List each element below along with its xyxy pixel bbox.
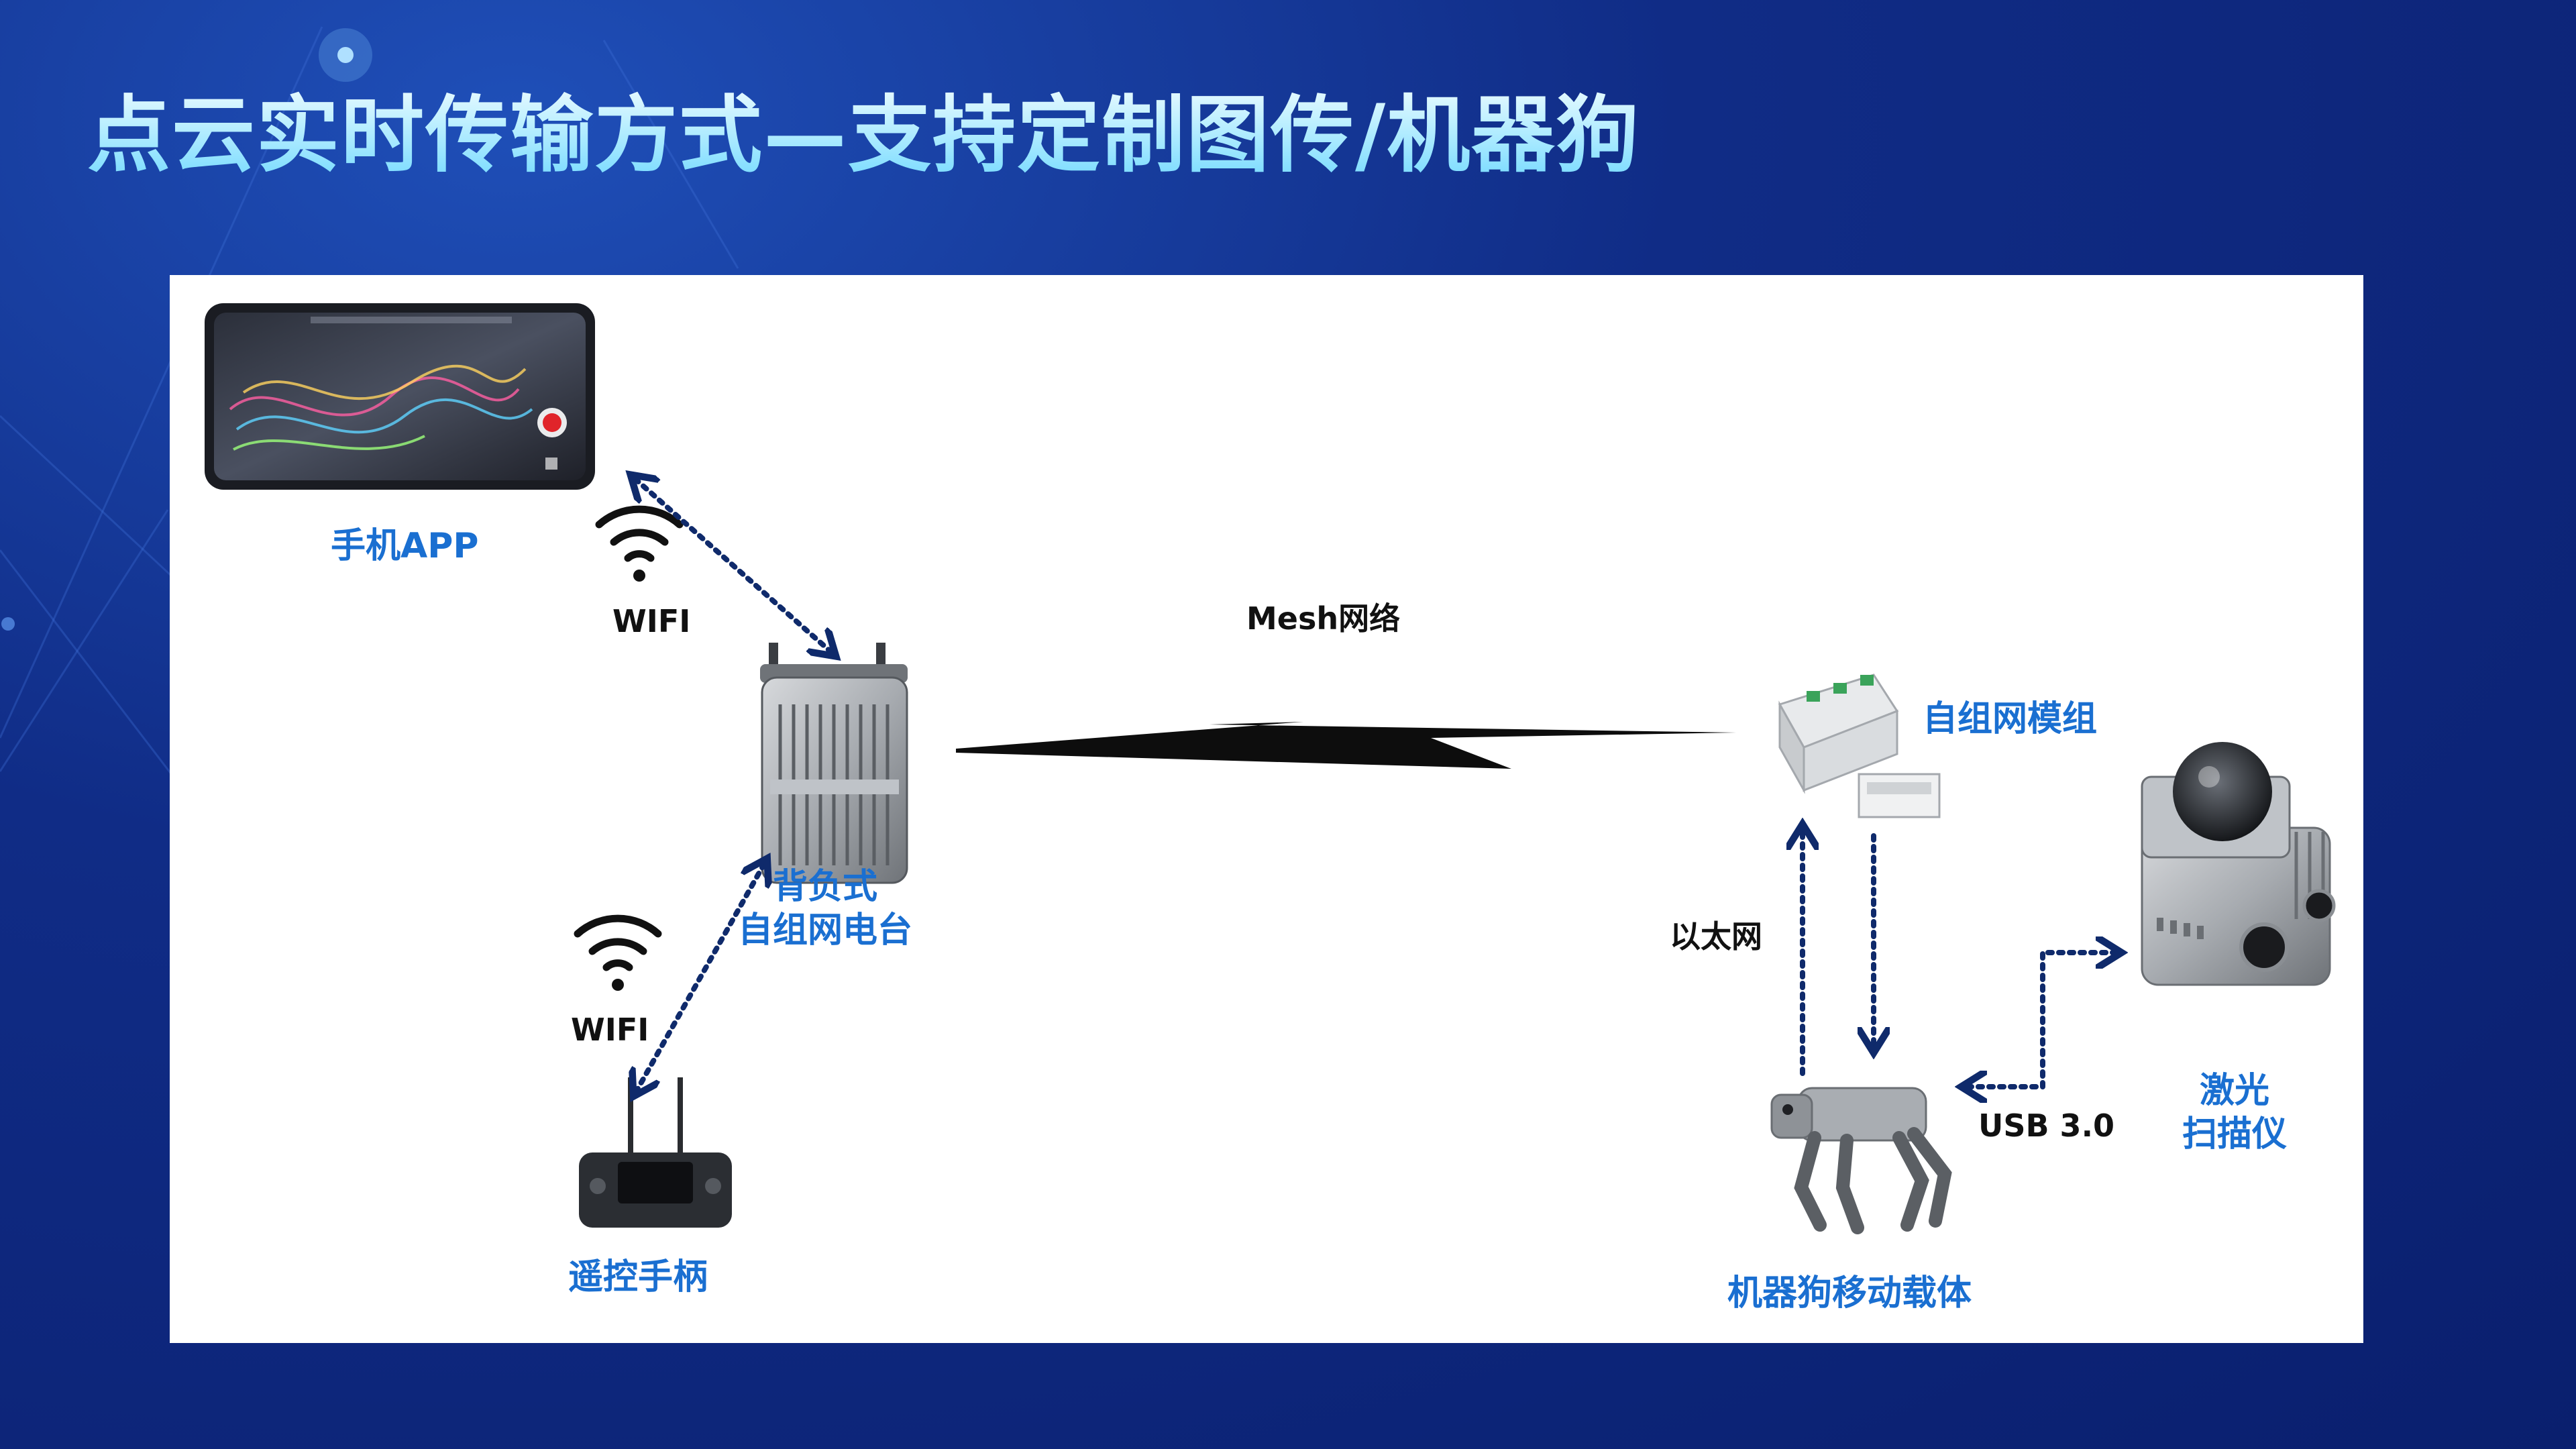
wifi-label-bottom: WIFI bbox=[571, 1012, 649, 1048]
usb-label: USB 3.0 bbox=[1978, 1108, 2115, 1144]
page-title: 点云实时传输方式—支持定制图传/机器狗 bbox=[87, 67, 1640, 188]
arrow-phone-radio bbox=[635, 479, 831, 652]
laser-scanner-image bbox=[2141, 742, 2336, 986]
wifi-icon-top bbox=[595, 505, 684, 582]
mesh-module-image bbox=[1778, 674, 1941, 818]
laser-scanner-label-line1: 激光 bbox=[2199, 1071, 2269, 1111]
backpack-radio-label: 背负式 自组网电台 bbox=[728, 865, 922, 953]
remote-controller-image bbox=[579, 1077, 732, 1228]
phone-app-label: 手机APP bbox=[331, 526, 479, 566]
laser-scanner-label: 激光 扫描仪 bbox=[2167, 1069, 2302, 1157]
robot-dog-image bbox=[1770, 1087, 1952, 1234]
wifi-icon-bottom bbox=[574, 914, 662, 991]
ethernet-label: 以太网 bbox=[1670, 918, 1762, 955]
arrow-radio-remote bbox=[637, 864, 764, 1091]
remote-controller-label: 遥控手柄 bbox=[568, 1257, 708, 1297]
backpack-radio-image bbox=[760, 643, 908, 884]
backpack-radio-label-line1: 背负式 bbox=[772, 867, 877, 907]
arrow-dog-scanner-usb bbox=[1968, 953, 2115, 1087]
laser-scanner-label-line2: 扫描仪 bbox=[2182, 1114, 2287, 1155]
robot-dog-label: 机器狗移动载体 bbox=[1727, 1273, 1972, 1313]
diagram-panel: 手机APP WIFI Mesh网络 背负式 自组网电台 WIFI 遥控手柄 自组… bbox=[170, 275, 2363, 1343]
wifi-label-top: WIFI bbox=[612, 603, 691, 639]
phone-app-image bbox=[205, 303, 595, 490]
mesh-network-label: Mesh网络 bbox=[1246, 600, 1401, 637]
backpack-radio-label-line2: 自组网电台 bbox=[737, 910, 912, 951]
mesh-module-label: 自组网模组 bbox=[1923, 699, 2098, 739]
mesh-network-bolt bbox=[956, 722, 1736, 769]
diagram-graphics bbox=[205, 303, 2336, 1234]
